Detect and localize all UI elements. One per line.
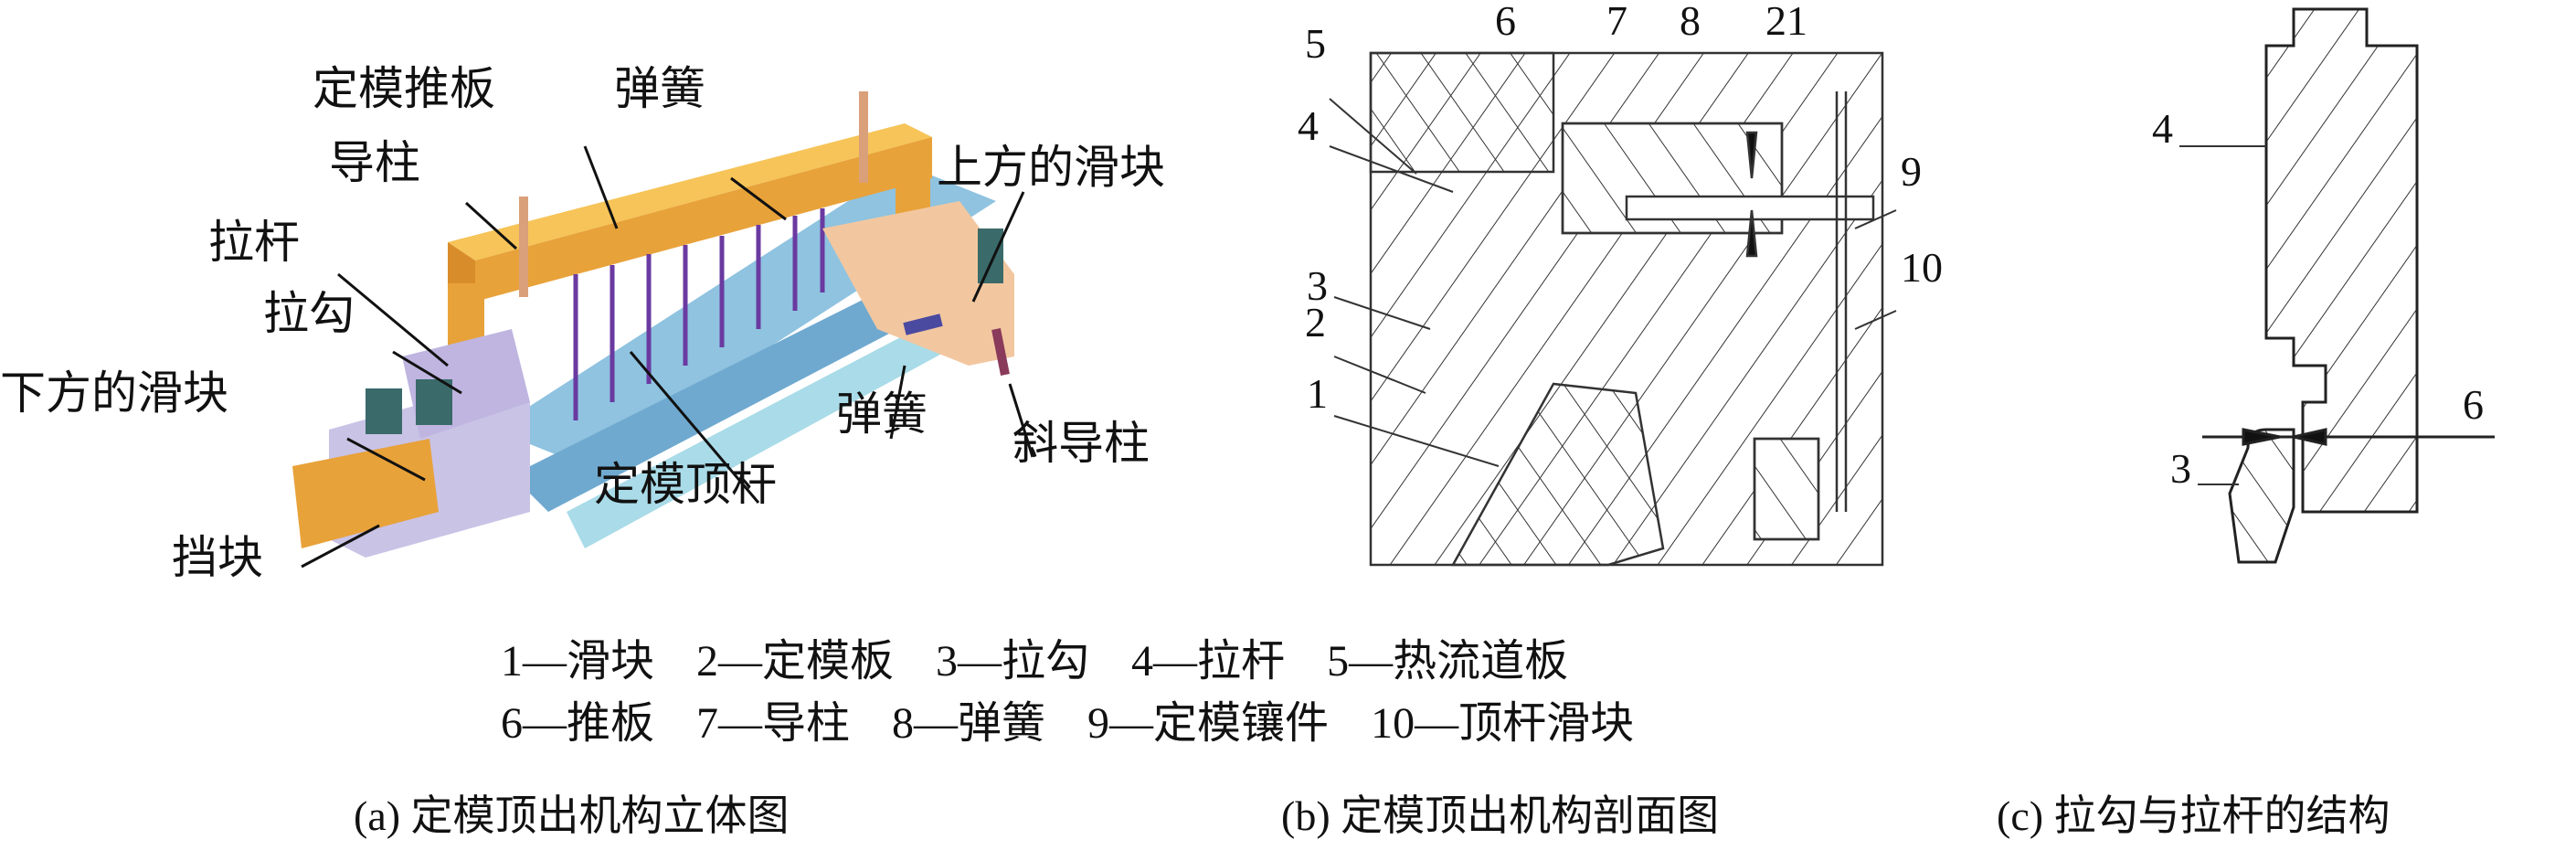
legend-item: 3—拉勾 <box>936 637 1090 686</box>
callout-4: 4 <box>1298 102 1319 149</box>
callout-10: 10 <box>1901 244 1943 291</box>
legend-row-1: 1—滑块 2—定模板 3—拉勾 4—拉杆 5—热流道板 <box>501 640 1610 684</box>
caption-c: (c) 拉勾与拉杆的结构 <box>1997 792 2390 839</box>
label-pull-rod: 拉杆 <box>208 217 300 268</box>
label-spring-top: 弹簧 <box>614 63 705 114</box>
legend-item: 9—定模镶件 <box>1087 699 1330 748</box>
callout-6: 6 <box>1495 0 1516 44</box>
label-lower-slider: 下方的滑块 <box>0 367 228 419</box>
legend-item: 6—推板 <box>501 699 655 748</box>
callout-c-4: 4 <box>2152 105 2173 152</box>
ejector-rods <box>573 208 825 420</box>
mold-3d-rendering <box>292 91 1014 558</box>
hook-rod-structure <box>2202 7 2495 564</box>
caption-b: (b) 定模顶出机构剖面图 <box>1281 792 1720 839</box>
legend-item: 10—顶杆滑块 <box>1371 699 1635 748</box>
legend-item: 2—定模板 <box>696 637 895 686</box>
callout-1: 1 <box>1307 370 1328 417</box>
label-stop-block: 挡块 <box>172 532 263 583</box>
callout-7: 7 <box>1606 0 1627 44</box>
callout-8: 8 <box>1680 0 1701 44</box>
label-upper-slider: 上方的滑块 <box>937 142 1165 193</box>
label-pull-hook: 拉勾 <box>263 288 355 339</box>
callout-c-3: 3 <box>2170 445 2191 492</box>
leader-lines-b <box>1329 98 1897 467</box>
label-guide-pillar: 导柱 <box>329 137 420 188</box>
legend-item: 8—弹簧 <box>892 699 1046 748</box>
push-plate-top <box>448 123 932 260</box>
callout-3: 3 <box>1307 262 1328 309</box>
leader-lines-c <box>2179 145 2266 485</box>
caption-a: (a) 定模顶出机构立体图 <box>354 792 790 839</box>
callout-2: 2 <box>1305 299 1326 345</box>
pull-hook-part <box>2228 428 2295 564</box>
legend-item: 1—滑块 <box>501 637 655 686</box>
angle-pin <box>991 328 1010 376</box>
callout-5: 5 <box>1305 20 1326 67</box>
legend-item: 4—拉杆 <box>1131 637 1286 686</box>
leader-lines-a <box>301 145 1034 569</box>
label-spring-bottom: 弹簧 <box>836 388 928 440</box>
stop-block <box>292 439 439 548</box>
pull-rod-part <box>2264 7 2419 514</box>
legend-item: 7—导柱 <box>696 699 851 748</box>
upper-slider <box>822 201 1014 366</box>
mold-cross-section <box>1369 51 1884 567</box>
guide-pillar <box>519 197 528 297</box>
label-angle-pin: 斜导柱 <box>1012 418 1150 469</box>
callout-21: 21 <box>1765 0 1807 44</box>
ejector-strip <box>512 274 950 512</box>
legend-item: 5—热流道板 <box>1327 637 1569 686</box>
lower-slider <box>366 388 402 434</box>
spring-right <box>903 314 943 335</box>
legend-row-2: 6—推板 7—导柱 8—弹簧 9—定模镶件 10—顶杆滑块 <box>501 702 1676 746</box>
label-fixed-push-plate: 定模推板 <box>313 63 495 114</box>
callout-c-6: 6 <box>2463 381 2484 428</box>
label-fixed-ejector-pin: 定模顶杆 <box>594 459 777 510</box>
callout-9: 9 <box>1901 148 1922 195</box>
push-plate <box>475 137 932 302</box>
